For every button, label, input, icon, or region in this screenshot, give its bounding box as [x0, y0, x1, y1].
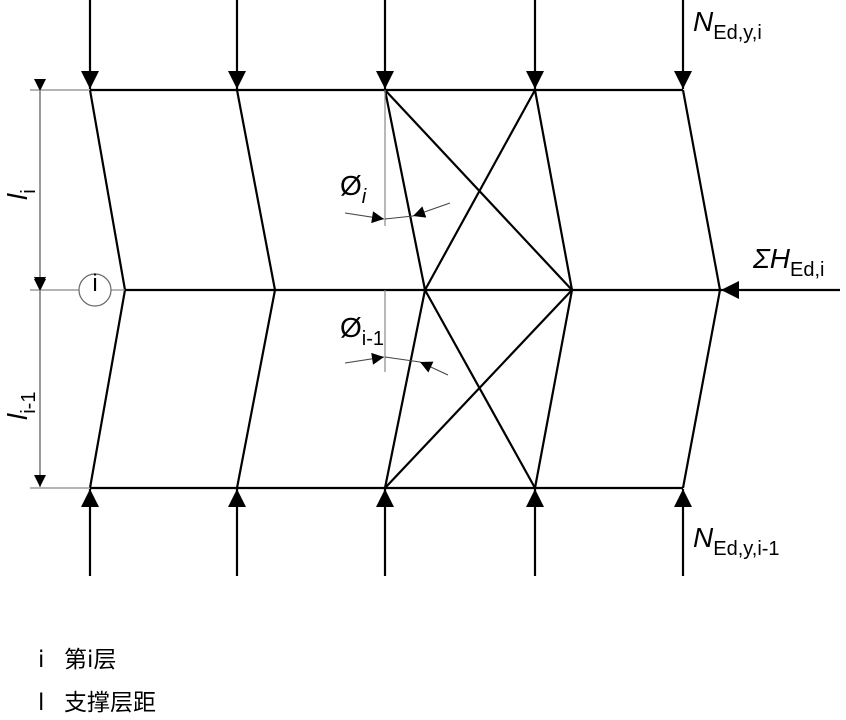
brace	[384, 289, 573, 489]
phi-lower-label: Øi-1	[340, 312, 385, 350]
storey-height-lower-label: li-1	[2, 391, 40, 420]
axial-force-bottom-label: NEd,y,i-1	[693, 522, 780, 560]
node-marker-circle	[78, 273, 112, 307]
phi-upper-label: Øi	[340, 170, 367, 208]
horizontal-force-label: ΣHEd,i	[753, 243, 825, 281]
angle-arc-lower	[344, 352, 385, 365]
column	[681, 89, 722, 489]
axial-force-top-label: NEd,y,i	[693, 6, 762, 44]
node-marker-label: i	[92, 270, 98, 297]
brace	[384, 89, 573, 291]
brace	[424, 89, 536, 291]
storey-height-upper-label: li	[2, 189, 40, 200]
column	[235, 89, 277, 489]
angle-arc-upper	[344, 211, 385, 224]
